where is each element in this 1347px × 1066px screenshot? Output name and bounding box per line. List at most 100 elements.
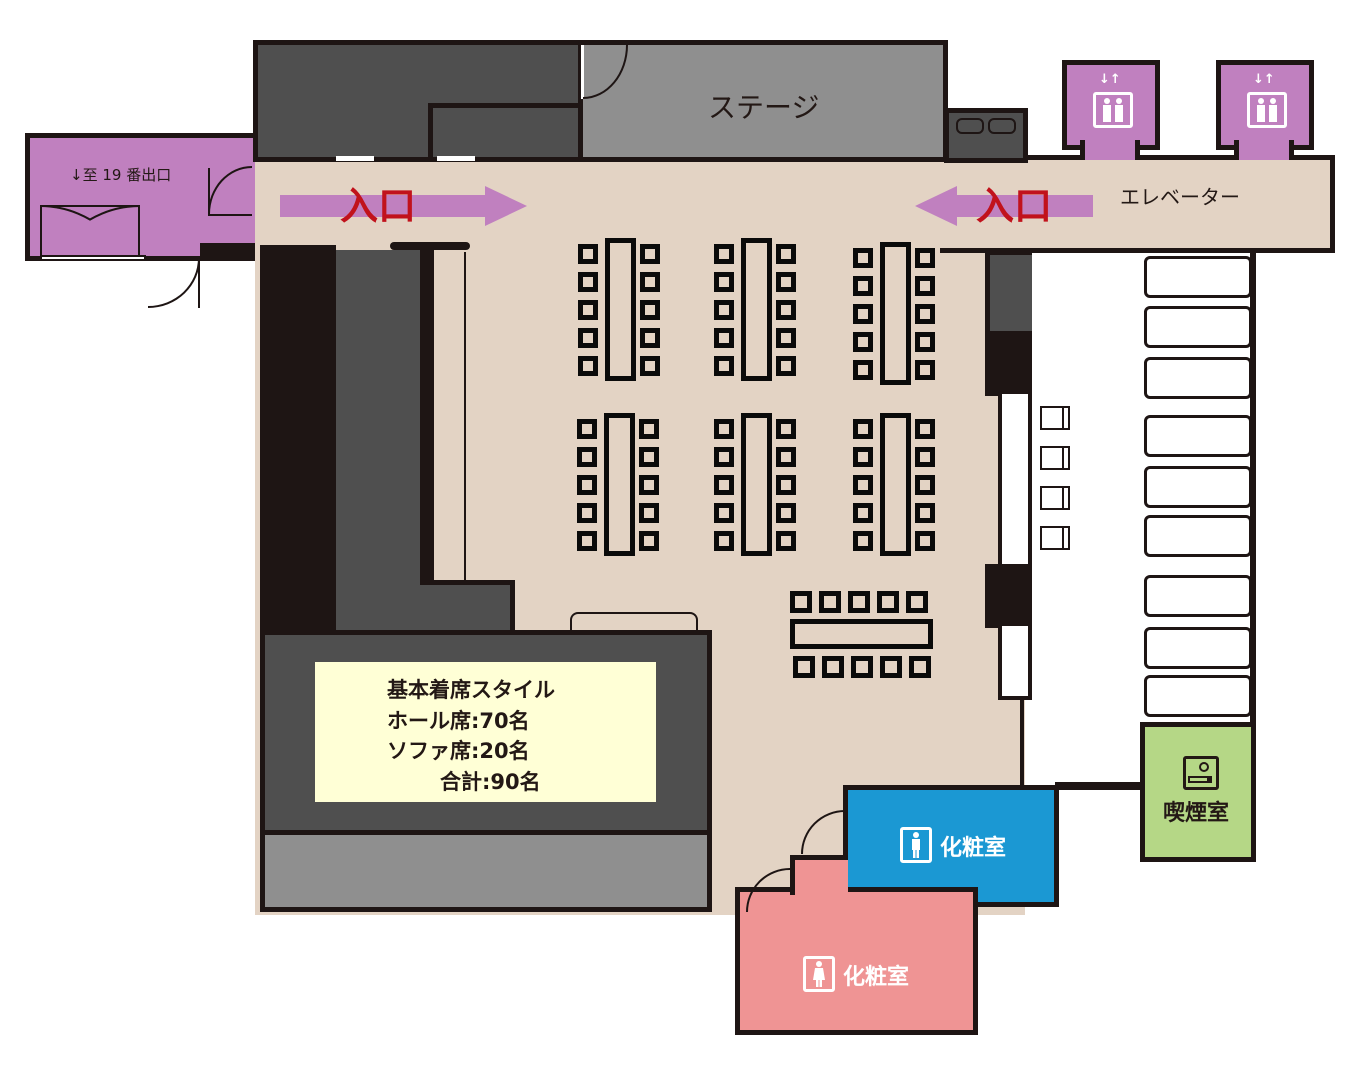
chair[interactable] (776, 447, 796, 467)
long-table[interactable] (604, 413, 635, 556)
chair[interactable] (776, 356, 796, 376)
left-lounge-column (336, 250, 420, 640)
chair[interactable] (906, 591, 928, 613)
chair[interactable] (776, 328, 796, 348)
chair[interactable] (640, 356, 660, 376)
chair[interactable] (578, 272, 598, 292)
chair[interactable] (714, 244, 734, 264)
chair[interactable] (822, 656, 844, 678)
chair[interactable] (793, 656, 815, 678)
chair[interactable] (915, 503, 935, 523)
chair[interactable] (714, 272, 734, 292)
chair[interactable] (853, 304, 873, 324)
chair[interactable] (915, 304, 935, 324)
bar-stool[interactable] (1040, 526, 1070, 550)
chair[interactable] (853, 360, 873, 380)
chair[interactable] (577, 447, 597, 467)
chair[interactable] (853, 503, 873, 523)
mens-restroom-door[interactable] (801, 810, 845, 854)
chair[interactable] (853, 248, 873, 268)
chair[interactable] (853, 475, 873, 495)
long-table[interactable] (880, 413, 911, 556)
outside-door[interactable] (148, 258, 200, 308)
long-table[interactable] (741, 413, 772, 556)
chair[interactable] (639, 475, 659, 495)
chair[interactable] (853, 276, 873, 296)
sofa-seat[interactable] (1144, 306, 1252, 348)
chair[interactable] (848, 591, 870, 613)
sofa-seat[interactable] (1144, 675, 1252, 717)
exit-side-door[interactable] (208, 166, 252, 216)
long-table[interactable] (741, 238, 772, 381)
chair[interactable] (640, 300, 660, 320)
bar-stool[interactable] (1040, 486, 1070, 510)
chair[interactable] (640, 328, 660, 348)
sofa-seat[interactable] (1144, 627, 1252, 669)
chair[interactable] (915, 419, 935, 439)
chair[interactable] (909, 656, 931, 678)
chair[interactable] (853, 531, 873, 551)
chair[interactable] (714, 503, 734, 523)
chair[interactable] (915, 332, 935, 352)
chair[interactable] (640, 244, 660, 264)
womens-restroom-door[interactable] (746, 868, 790, 912)
chair[interactable] (577, 531, 597, 551)
left-bar-counter (260, 245, 336, 635)
chair[interactable] (714, 328, 734, 348)
chair[interactable] (776, 503, 796, 523)
chair[interactable] (714, 531, 734, 551)
chair[interactable] (639, 419, 659, 439)
chair[interactable] (915, 531, 935, 551)
chair[interactable] (880, 656, 902, 678)
chair[interactable] (853, 332, 873, 352)
sofa-seat[interactable] (1144, 515, 1252, 557)
sofa-seat[interactable] (1144, 357, 1252, 399)
chair[interactable] (776, 419, 796, 439)
chair[interactable] (776, 475, 796, 495)
bar-stool[interactable] (1040, 446, 1070, 470)
chair[interactable] (714, 300, 734, 320)
chair[interactable] (776, 300, 796, 320)
chair[interactable] (577, 475, 597, 495)
chair[interactable] (578, 244, 598, 264)
chair[interactable] (578, 356, 598, 376)
chair[interactable] (776, 531, 796, 551)
chair[interactable] (714, 356, 734, 376)
chair[interactable] (776, 272, 796, 292)
chair[interactable] (714, 475, 734, 495)
long-table[interactable] (880, 242, 911, 385)
chair[interactable] (714, 447, 734, 467)
chair[interactable] (877, 591, 899, 613)
chair[interactable] (790, 591, 812, 613)
sofa-seat[interactable] (1144, 575, 1252, 617)
chair[interactable] (639, 531, 659, 551)
sofa-seat[interactable] (1144, 256, 1252, 298)
chair[interactable] (853, 419, 873, 439)
chair[interactable] (578, 328, 598, 348)
chair[interactable] (577, 419, 597, 439)
double-door[interactable] (40, 205, 140, 257)
chair[interactable] (578, 300, 598, 320)
long-table[interactable] (790, 619, 933, 649)
chair[interactable] (639, 503, 659, 523)
chair[interactable] (915, 447, 935, 467)
smoking-room[interactable] (1140, 722, 1256, 862)
chair[interactable] (915, 248, 935, 268)
chair[interactable] (776, 244, 796, 264)
sofa-seat[interactable] (1144, 466, 1252, 508)
chair[interactable] (639, 447, 659, 467)
chair[interactable] (915, 475, 935, 495)
chair[interactable] (915, 360, 935, 380)
sofa-seat[interactable] (1144, 415, 1252, 457)
bar-stool[interactable] (1040, 406, 1070, 430)
mens-restroom-label: 化粧室 (940, 836, 1007, 861)
chair[interactable] (851, 656, 873, 678)
stage-door[interactable] (581, 45, 628, 99)
chair[interactable] (714, 419, 734, 439)
chair[interactable] (915, 276, 935, 296)
chair[interactable] (819, 591, 841, 613)
chair[interactable] (577, 503, 597, 523)
chair[interactable] (853, 447, 873, 467)
chair[interactable] (640, 272, 660, 292)
long-table[interactable] (605, 238, 636, 381)
